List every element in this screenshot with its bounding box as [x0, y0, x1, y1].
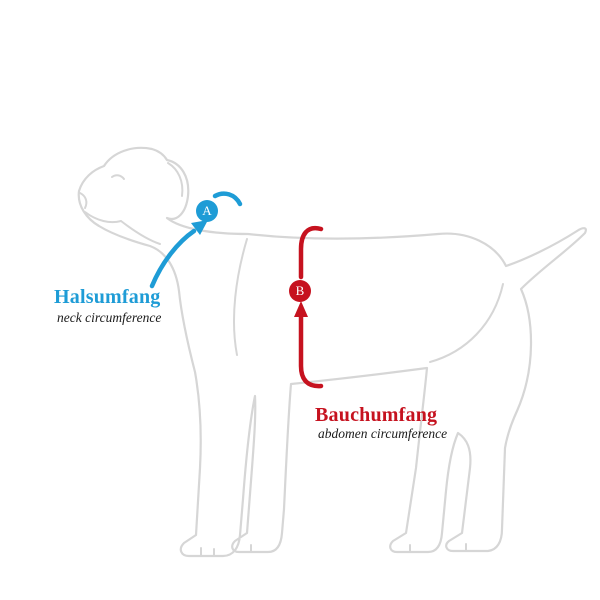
- abdomen-measure-sublabel: abdomen circumference: [318, 426, 448, 441]
- neck-measure-arrow: [149, 191, 243, 289]
- abdomen-measure-arrow: [294, 225, 324, 389]
- neck-measure-label: Halsumfang: [54, 286, 161, 308]
- neck-measure-sublabel: neck circumference: [57, 310, 162, 325]
- abdomen-measure-label: Bauchumfang: [315, 404, 438, 426]
- measure-point-b-badge: B: [289, 280, 311, 302]
- dog-body-outline: [77, 146, 587, 558]
- measure-point-a-badge: A: [196, 200, 218, 222]
- dog-detail-lines: [79, 162, 504, 557]
